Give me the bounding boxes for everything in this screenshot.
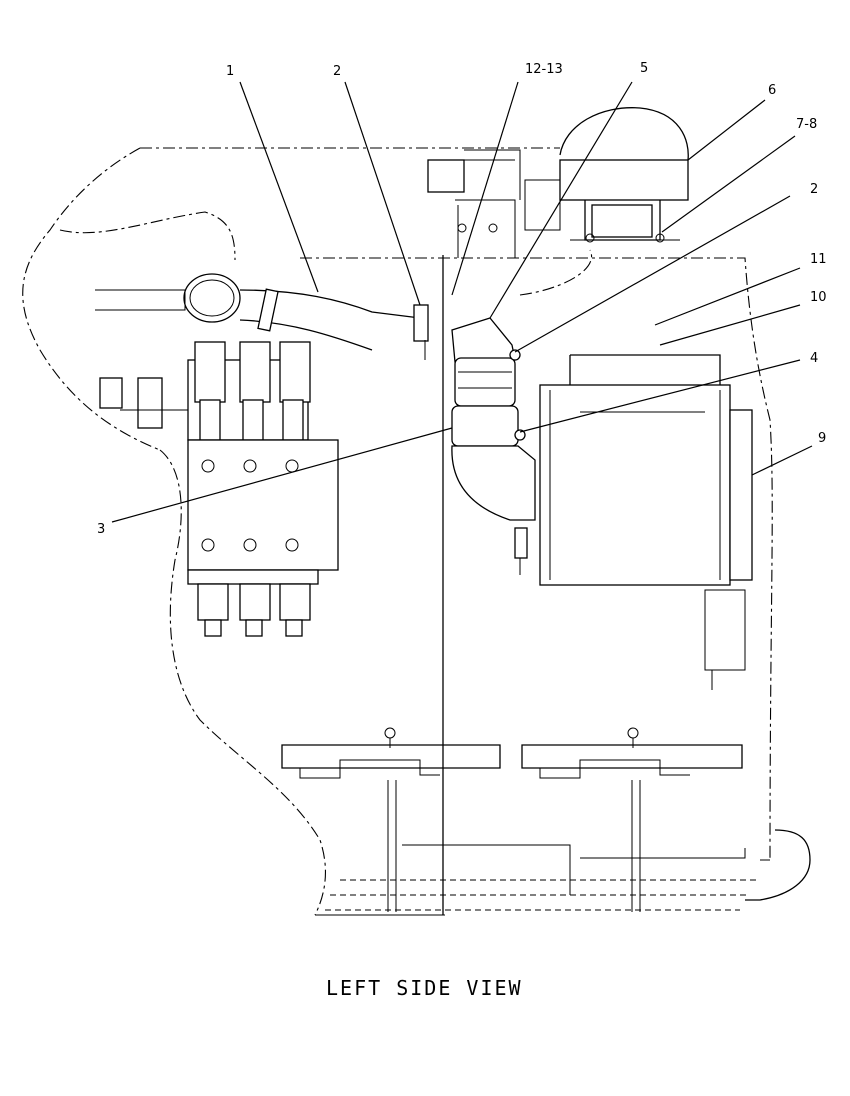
top-housing [427, 107, 689, 258]
batteries [281, 727, 811, 912]
view-title: LEFT SIDE VIEW [326, 976, 523, 1000]
callout-12-13: 12-13 [525, 62, 563, 77]
callout-5: 5 [640, 61, 648, 76]
callout-11: 11 [810, 252, 827, 267]
callout-7-8: 7-8 [796, 117, 817, 132]
valve-bank [99, 341, 339, 637]
callout-1: 1 [226, 64, 234, 79]
chassis-outline [22, 147, 773, 916]
callout-9: 9 [818, 431, 826, 446]
callout-10: 10 [810, 290, 827, 305]
callout-4: 4 [810, 351, 818, 366]
callout-3: 3 [97, 522, 105, 537]
callout-2-upper: 2 [333, 64, 341, 79]
leader-lines [111, 81, 813, 523]
callout-labels: 1 2 12-13 5 6 7-8 2 11 10 4 9 3 [97, 61, 827, 537]
callout-2-lower: 2 [810, 182, 818, 197]
intake-pipe [95, 273, 429, 360]
air-cleaner [451, 317, 753, 690]
callout-6: 6 [768, 83, 776, 98]
